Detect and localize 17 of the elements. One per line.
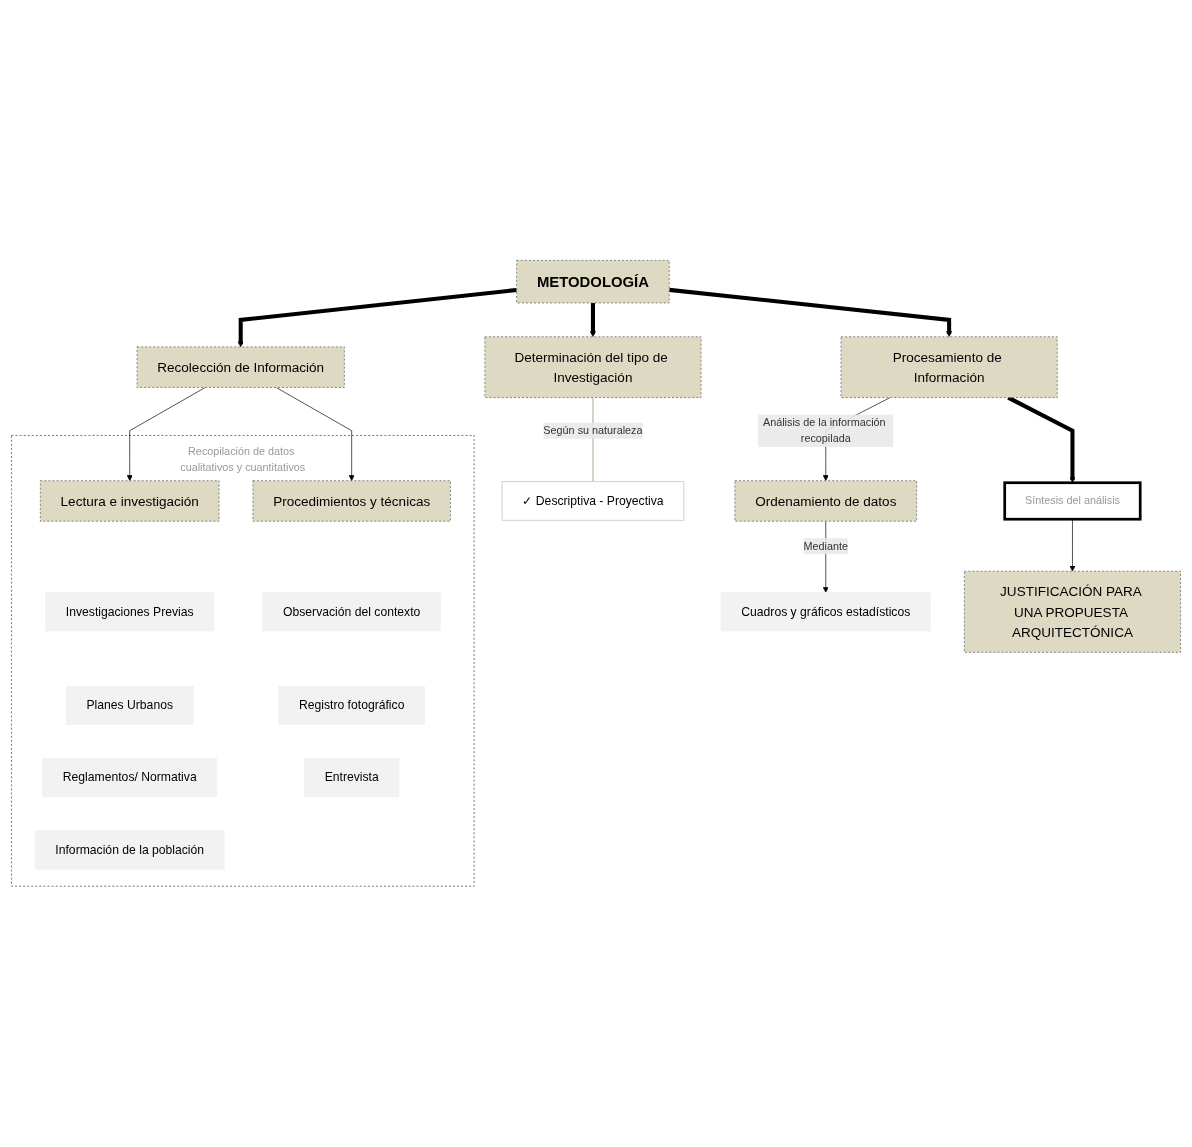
arrow (590, 303, 596, 338)
node-box: Síntesis del análisis (1003, 481, 1142, 521)
node-box: Cuadros y gráficos estadísticos (720, 592, 931, 632)
arrow (669, 288, 953, 338)
node-box: METODOLOGÍA (516, 260, 670, 304)
node-box: Lectura e investigación (40, 480, 220, 522)
edge-label: Análisis de la información recopilada (762, 416, 886, 445)
node-box: Determinación del tipo de Investigación (484, 336, 702, 399)
node-box: Procesamiento de Información (840, 336, 1058, 399)
node-box: Ordenamiento de datos (734, 480, 917, 522)
edge-label: Mediante (803, 540, 849, 552)
node-box: Recolección de Información (136, 346, 345, 388)
node-box: JUSTIFICACIÓN PARA UNA PROPUESTA ARQUITECTÓNICA (964, 571, 1181, 653)
arrow (237, 288, 517, 348)
node-box: ✓ Descriptiva - Proyectiva (501, 481, 685, 521)
node-box: Procedimientos y técnicas (252, 480, 451, 522)
edge-label: Según su naturaleza (543, 424, 643, 437)
